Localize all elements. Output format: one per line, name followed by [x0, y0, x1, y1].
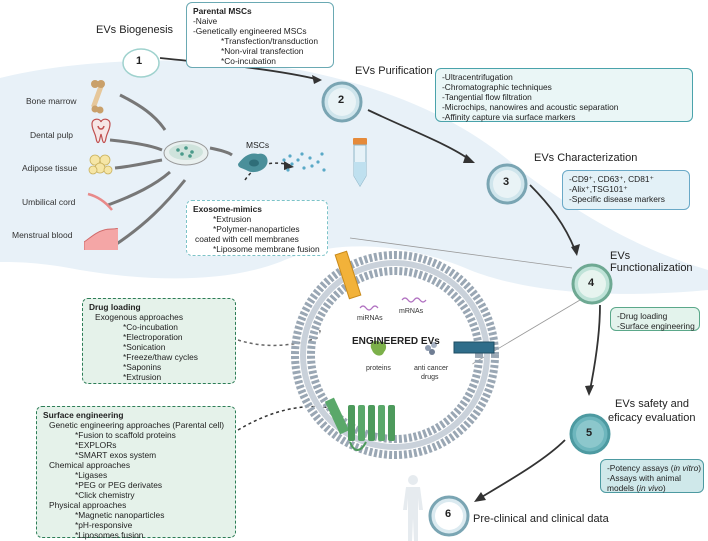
- surface-line: *Ligases: [75, 470, 108, 480]
- bone-icon: [91, 80, 105, 114]
- engineered-ev-vesicle: [291, 250, 499, 459]
- vesicle-title: ENGINEERED EVs: [352, 336, 440, 347]
- step-3-circle: [486, 163, 528, 205]
- drug-loading-line: *Saponins: [123, 362, 162, 372]
- tooth-icon: [91, 118, 111, 144]
- step-5-title-line1: EVs safety and: [615, 398, 689, 410]
- mimics-line: *Polymer-nanoparticles: [213, 224, 300, 234]
- drug-loading-box: Drug loading Exogenous approaches *Co-in…: [82, 298, 236, 384]
- drug-loading-line: *Sonication: [123, 342, 166, 352]
- characterization-line: -CD9⁺, CD63⁺, CD81⁺: [569, 174, 654, 184]
- drug-loading-line: *Electroporation: [123, 332, 183, 342]
- parental-line: -Naive: [193, 16, 218, 26]
- step-1-number: 1: [136, 55, 143, 67]
- parental-line: *Transfection/transduction: [221, 36, 318, 46]
- drug-loading-line: Exogenous approaches: [95, 312, 184, 322]
- test-tube-icon: [353, 138, 367, 187]
- purification-line: -Affinity capture via surface markers: [442, 112, 576, 122]
- purification-line: -Tangential flow filtration: [442, 92, 532, 102]
- step-2-number: 2: [338, 94, 345, 106]
- drugs-label-line2: drugs: [421, 374, 439, 381]
- safety-line-3: models (in vivo): [607, 483, 666, 493]
- safety-box: -Potency assays (in vitro) -Assays with …: [600, 459, 704, 493]
- source-label: Dental pulp: [30, 130, 74, 140]
- mirnas-label: miRNAs: [357, 315, 383, 322]
- mimics-title: Exosome-mimics: [193, 204, 262, 214]
- drug-loading-line: *Extrusion: [123, 372, 162, 382]
- surface-line: *EXPLORs: [75, 440, 117, 450]
- characterization-line: -Alix⁺,TSG101⁺: [569, 184, 628, 194]
- purification-line: -Ultracentrifugation: [442, 72, 513, 82]
- purification-box: -Ultracentrifugation -Chromatographic te…: [435, 68, 693, 122]
- exosome-mimics-box: Exosome-mimics *Extrusion *Polymer-nanop…: [186, 200, 328, 256]
- source-label: Bone marrow: [26, 96, 77, 106]
- step-6-title: Pre-clinical and clinical data: [473, 513, 609, 525]
- parental-line: *Non-viral transfection: [221, 46, 304, 56]
- surface-line: *SMART exos system: [75, 450, 157, 460]
- step-5-title-line2: eficacy evaluation: [608, 412, 696, 424]
- drug-loading-title: Drug loading: [89, 302, 141, 312]
- step-1-circle: [122, 48, 160, 78]
- characterization-box: -CD9⁺, CD63⁺, CD81⁺ -Alix⁺,TSG101⁺ -Spec…: [562, 170, 690, 210]
- surface-line: Physical approaches: [49, 500, 127, 510]
- safety-line-2: -Assays with animal: [607, 473, 682, 483]
- parental-title: Parental MSCs: [193, 6, 252, 16]
- drug-loading-line: *Co-incubation: [123, 322, 178, 332]
- characterization-line: -Specific disease markers: [569, 194, 665, 204]
- menstrual-blood-icon: [84, 228, 118, 250]
- umbilical-cord-icon: [87, 192, 113, 211]
- mimics-line: *Extrusion: [213, 214, 252, 224]
- drug-loading-line: *Freeze/thaw cycles: [123, 352, 198, 362]
- surface-line: *Magnetic nanoparticles: [75, 510, 165, 520]
- source-label: Menstrual blood: [12, 230, 73, 240]
- surface-line: *Click chemistry: [75, 490, 135, 500]
- mimics-line: *Liposome membrane fusion: [213, 244, 320, 254]
- surface-line: *Fusion to scaffold proteins: [75, 430, 176, 440]
- human-silhouette-icon: [403, 475, 423, 541]
- source-label: Umbilical cord: [22, 197, 76, 207]
- functionalization-box: -Drug loading -Surface engineering: [610, 307, 700, 331]
- msc-label: MSCs: [246, 140, 270, 150]
- mrnas-label: mRNAs: [399, 308, 424, 315]
- functionalization-line: -Drug loading: [617, 311, 668, 321]
- surface-line: Chemical approaches: [49, 460, 131, 470]
- step-1-title: EVs Biogenesis: [96, 24, 174, 36]
- surface-line: *PEG or PEG derivates: [75, 480, 163, 490]
- surface-title: Surface engineering: [43, 410, 124, 420]
- step-2-title: EVs Purification: [355, 65, 433, 77]
- petri-dish-icon: [163, 140, 209, 166]
- msc-cell-icon: [238, 153, 268, 173]
- step-4-number: 4: [588, 277, 595, 289]
- parental-mscs-box: Parental MSCs -Naive -Genetically engine…: [186, 2, 334, 68]
- step-6-number: 6: [445, 508, 452, 520]
- step-3-title: EVs Characterization: [534, 152, 638, 164]
- mimics-line: coated with cell membranes: [195, 234, 299, 244]
- source-label: Adipose tissue: [22, 163, 78, 173]
- surface-engineering-box: Surface engineering Genetic engineering …: [36, 406, 236, 540]
- surface-line: Genetic engineering approaches (Parental…: [49, 420, 225, 430]
- surface-line: *Liposomes fusion: [75, 530, 144, 540]
- step-4-title: EVs Functionalization: [610, 250, 693, 274]
- parental-line: -Genetically engineered MSCs: [193, 26, 307, 36]
- drugs-label-line1: anti cancer: [414, 365, 449, 372]
- purification-line: -Microchips, nanowires and acoustic sepa…: [442, 102, 619, 112]
- functionalization-line: -Surface engineering: [617, 321, 695, 331]
- step-4-circle: [571, 263, 613, 305]
- step-5-number: 5: [586, 427, 593, 439]
- parental-line: *Co-incubation: [221, 56, 276, 66]
- safety-line-1: -Potency assays (in vitro): [607, 463, 702, 473]
- adipose-icon: [88, 154, 113, 175]
- purification-line: -Chromatographic techniques: [442, 82, 552, 92]
- proteins-label: proteins: [366, 365, 391, 372]
- step-5-circle: [569, 413, 611, 455]
- vesicle-dots: [282, 152, 326, 172]
- step-6-circle: [428, 495, 470, 537]
- step-3-number: 3: [503, 176, 510, 188]
- step-2-circle: [321, 81, 363, 123]
- surface-line: *pH-responsive: [75, 520, 133, 530]
